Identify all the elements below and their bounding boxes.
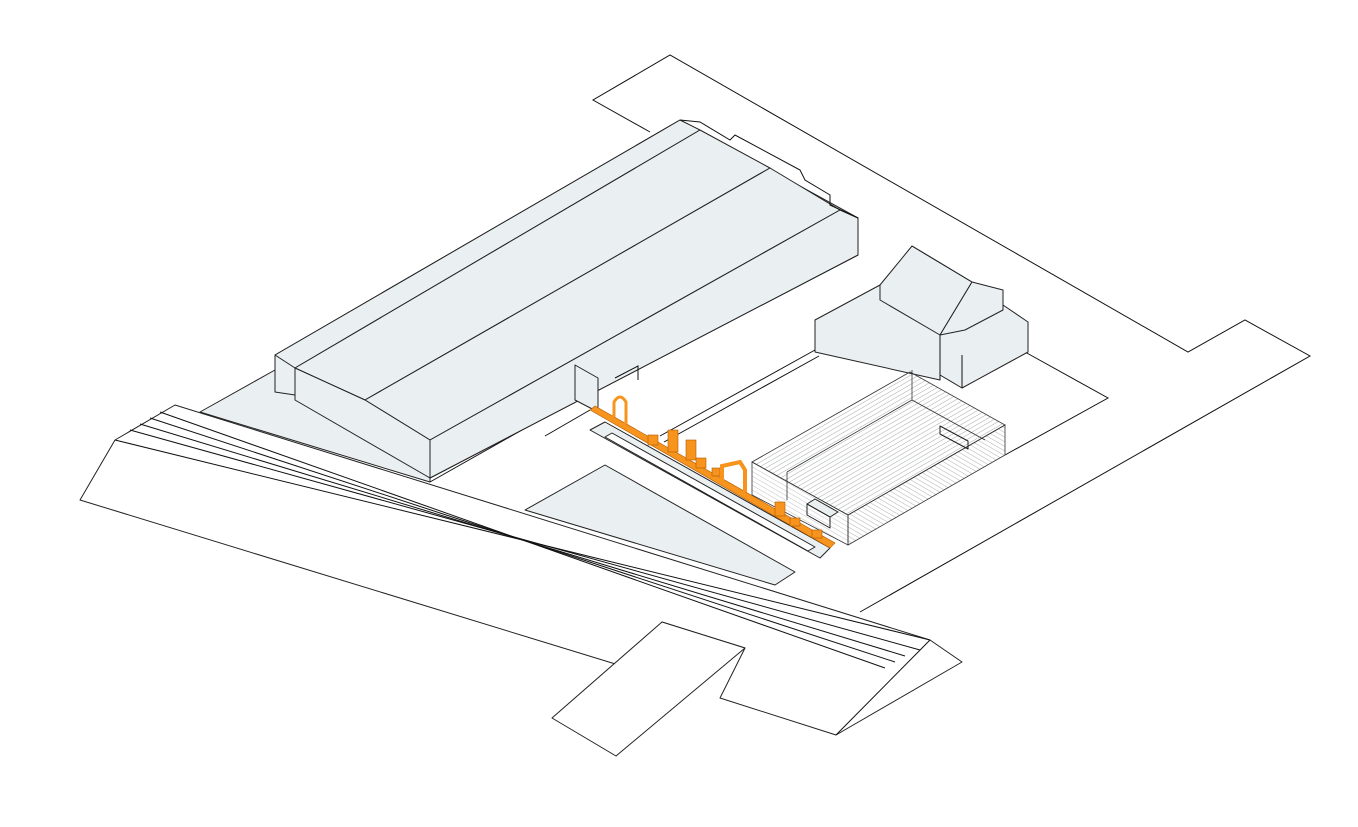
site-boundary: [591, 54, 1312, 613]
proposed-volume: [751, 370, 1006, 546]
warehouse: [274, 119, 859, 479]
orange-installation: [589, 395, 836, 549]
bridge: [551, 621, 746, 757]
house: [814, 245, 1029, 389]
ground-plane: [199, 369, 831, 586]
pipe-row: [659, 349, 820, 443]
embankment: [79, 404, 963, 757]
